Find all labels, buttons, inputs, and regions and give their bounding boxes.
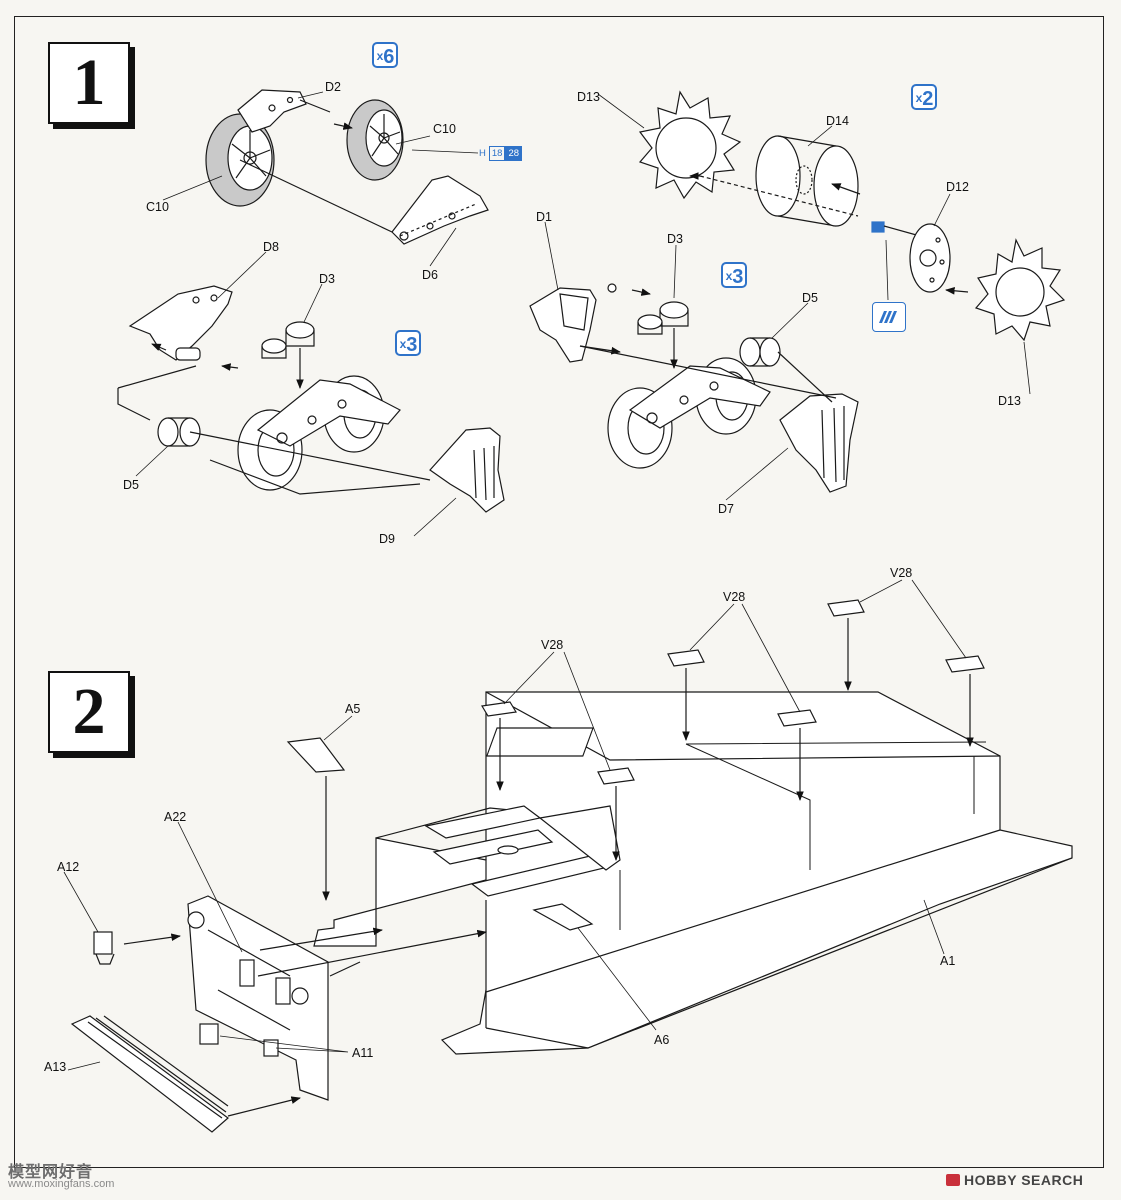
bumpstop-d3-left [261, 321, 315, 359]
road-wheel-c10-right [346, 99, 404, 181]
label-d3-right: D3 [667, 232, 683, 246]
part-a12 [93, 931, 115, 965]
label-d12: D12 [946, 180, 969, 194]
rear-plate-a22 [187, 895, 329, 1101]
engine-deck [424, 805, 621, 897]
label-v28-middle: V28 [723, 590, 746, 604]
fender-a5 [286, 737, 346, 773]
label-a11: A11 [352, 1046, 374, 1060]
label-a22: A22 [164, 810, 187, 824]
watermark-url: www.moxingfans.com [8, 1178, 115, 1190]
label-d1: D1 [536, 210, 552, 224]
step-2-number: 2 [48, 671, 130, 753]
label-d14: D14 [826, 114, 849, 128]
bumpstop-d3-right [637, 301, 689, 335]
bracket-d8 [128, 285, 233, 361]
hull-a1 [440, 691, 1073, 1055]
bracket-d9 [429, 427, 505, 513]
bracket-d7 [779, 393, 859, 493]
sprocket-d13-rear [974, 238, 1066, 342]
bracket-d1 [529, 283, 617, 363]
fender-a6 [532, 903, 594, 931]
quantity-badge-x3-right: x3 [721, 262, 747, 288]
metal-part-icon [872, 302, 906, 332]
label-d13-rear: D13 [998, 394, 1021, 408]
bogie-arm-d6 [391, 175, 489, 245]
v28-clips [481, 599, 985, 785]
quantity-badge-x3-left: x3 [395, 330, 421, 356]
step-1-number: 1 [48, 42, 130, 124]
source-brand: HOBBY SEARCH [946, 1172, 1083, 1188]
bogie-wheels-right [607, 357, 771, 469]
label-a13: A13 [44, 1060, 67, 1074]
sprocket-d13-front [638, 90, 742, 200]
hatch-plate [486, 727, 594, 757]
label-c10-right: C10 [433, 122, 456, 136]
label-d5-left: D5 [123, 478, 139, 492]
return-roller-d5-left [157, 417, 201, 447]
label-v28-left: V28 [541, 638, 564, 652]
label-d6: D6 [422, 268, 438, 282]
step-plate-a13 [70, 1015, 229, 1133]
sprocket-carrier-d12 [871, 221, 951, 293]
label-a6: A6 [654, 1033, 670, 1047]
label-a12: A12 [57, 860, 80, 874]
label-d7: D7 [718, 502, 734, 516]
page-frame [14, 16, 1104, 1168]
watermark-chinese: 模型网好音 [8, 1164, 94, 1181]
label-a5: A5 [345, 702, 361, 716]
bogie-arm-d2 [237, 89, 331, 133]
label-d5-right: D5 [802, 291, 818, 305]
part-a11 [199, 1023, 279, 1057]
label-d8: D8 [263, 240, 279, 254]
hull-front-plate [313, 807, 589, 1049]
label-c10-left: C10 [146, 200, 169, 214]
return-roller-d5-right [739, 337, 781, 367]
bogie-wheels-left [237, 375, 401, 491]
label-a1: A1 [940, 954, 956, 968]
label-d3-left: D3 [319, 272, 335, 286]
quantity-badge-x2: x2 [911, 84, 937, 110]
label-d13-front: D13 [577, 90, 600, 104]
label-v28-right: V28 [890, 566, 913, 580]
label-d2: D2 [325, 80, 341, 94]
brand-logo-icon [946, 1174, 960, 1186]
quantity-badge-x6: x6 [372, 42, 398, 68]
label-d9: D9 [379, 532, 395, 546]
